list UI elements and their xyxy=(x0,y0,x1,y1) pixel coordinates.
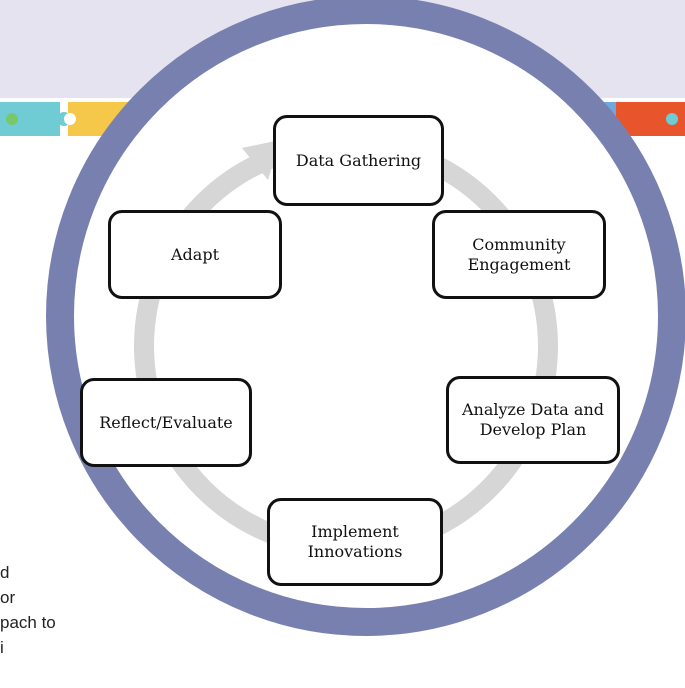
step-implement-innovations: Implement Innovations xyxy=(267,498,443,586)
puzzle-piece-green xyxy=(6,113,18,125)
background-text-line: or xyxy=(0,588,16,607)
step-label: Adapt xyxy=(170,244,219,264)
step-analyze-data: Analyze Data and Develop Plan xyxy=(446,376,620,464)
step-label: Data Gathering xyxy=(295,150,422,170)
step-adapt: Adapt xyxy=(108,210,282,299)
step-label: Implement Innovations xyxy=(307,522,403,561)
step-label: Community Engagement xyxy=(467,234,571,274)
step-reflect-evaluate: Reflect/Evaluate xyxy=(80,378,252,467)
puzzle-strip xyxy=(0,102,685,136)
background-text-line: i xyxy=(0,638,4,657)
background-text-line: pach to xyxy=(0,613,56,632)
cycle-arrow-head xyxy=(242,140,280,180)
step-label: Analyze Data and Develop Plan xyxy=(461,400,605,439)
cycle-frame xyxy=(46,0,685,636)
step-label: Reflect/Evaluate xyxy=(99,412,233,432)
background-text: d or pach to i xyxy=(0,560,56,660)
frame-ring xyxy=(46,0,685,636)
step-community-engagement: Community Engagement xyxy=(432,210,606,299)
background-text-line: d xyxy=(0,563,10,582)
step-data-gathering: Data Gathering xyxy=(273,115,444,206)
